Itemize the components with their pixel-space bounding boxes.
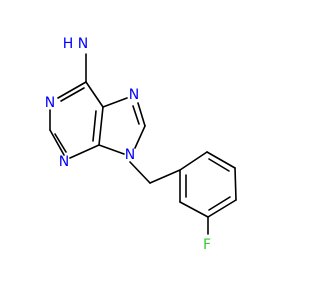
bond-ph-4-5 xyxy=(207,199,237,218)
n9-label: N xyxy=(125,147,135,163)
bond-n7-c8 xyxy=(137,102,146,127)
bond-ch2-ring xyxy=(149,169,181,184)
bond-ph-2-3 xyxy=(206,151,236,169)
bond-n9-c4 xyxy=(98,144,125,155)
n1-label: N xyxy=(45,95,55,111)
molecule-structure: H N N N N N F xyxy=(45,36,237,253)
bond-ph-1-2 xyxy=(179,151,208,171)
bond-c8-n9 xyxy=(134,125,146,149)
bond-n7-c8-inner xyxy=(132,105,140,125)
atom-labels: H N N N N N F xyxy=(45,36,211,253)
bond-c5-c6 xyxy=(85,81,104,108)
n3-label: N xyxy=(59,154,69,170)
amine-h-label: H xyxy=(63,36,74,52)
bond-ph-2-3-inner xyxy=(208,158,230,172)
bond-c6-n1 xyxy=(57,81,87,99)
bonds xyxy=(49,53,237,235)
bond-c4-c5-inner xyxy=(92,110,97,142)
bond-ph-4-5-inner xyxy=(208,196,231,211)
bond-ph-3-4 xyxy=(234,167,237,201)
bond-c2-n3 xyxy=(49,129,65,156)
bond-c2-n3-inner xyxy=(54,133,67,153)
bond-c5-n7 xyxy=(102,97,128,108)
bond-ph-5-6 xyxy=(179,201,209,218)
bond-n9-ch2 xyxy=(129,161,151,184)
bond-c6-n1-inner xyxy=(60,87,85,102)
molecule-canvas: H N N N N N F xyxy=(45,36,237,253)
amine-n-label: N xyxy=(78,36,88,52)
bond-c4-c5 xyxy=(98,106,104,146)
bond-n3-c4 xyxy=(69,144,100,159)
n7-label: N xyxy=(129,87,139,103)
fluorine-label: F xyxy=(203,237,211,253)
